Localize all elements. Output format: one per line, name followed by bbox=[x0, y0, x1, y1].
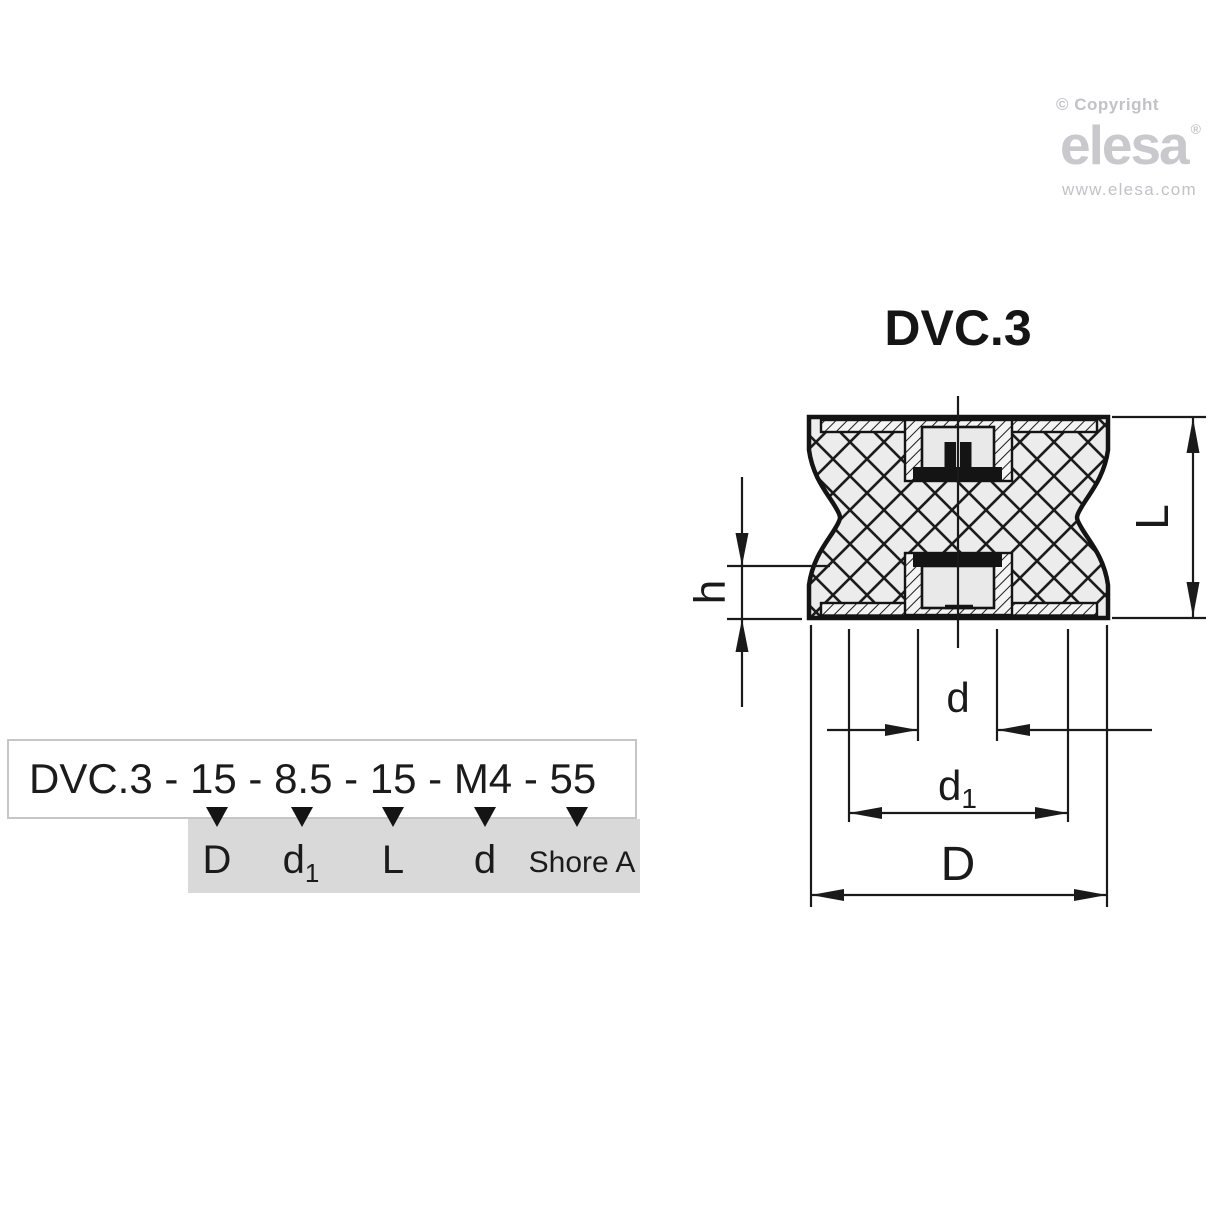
order-code-text: DVC.3 - 15 - 8.5 - 15 - M4 - 55 bbox=[29, 755, 597, 802]
dim-label-d: d bbox=[946, 674, 969, 721]
arrowhead bbox=[997, 724, 1030, 736]
legend-label-D: D bbox=[202, 838, 232, 882]
order-code-box: DVC.3 - 15 - 8.5 - 15 - M4 - 55 bbox=[7, 739, 637, 819]
elesa-logo-text: elesa bbox=[1060, 114, 1190, 176]
dim-label-h: h bbox=[686, 580, 735, 604]
dim-label-D: D bbox=[941, 838, 976, 891]
dimension-h: h bbox=[686, 477, 830, 707]
legend-label-shore-a: Shore A bbox=[528, 846, 636, 879]
arrowhead bbox=[1074, 889, 1107, 901]
part-series-title: DVC.3 bbox=[884, 300, 1032, 356]
top-thread-mark bbox=[960, 442, 972, 468]
legend-label-L: L bbox=[381, 838, 405, 882]
arrowhead bbox=[1035, 807, 1068, 819]
dim-label-L: L bbox=[1126, 504, 1178, 530]
arrowhead bbox=[1186, 582, 1200, 617]
arrowhead bbox=[849, 807, 882, 819]
copyright-text: © Copyright bbox=[1056, 95, 1160, 114]
arrowhead bbox=[885, 724, 918, 736]
legend-arrow-icon bbox=[474, 807, 496, 827]
arrowhead bbox=[735, 619, 749, 652]
dimension-d1: d1 bbox=[849, 762, 1068, 819]
dimension-d: d bbox=[827, 674, 1152, 736]
legend-label-d: d bbox=[473, 838, 497, 882]
dim-label-d1: d1 bbox=[938, 762, 977, 814]
top-thread-mark bbox=[944, 442, 956, 468]
legend-label-d1: d1 bbox=[282, 838, 320, 888]
arrowhead bbox=[1186, 418, 1200, 453]
legend-arrow-icon bbox=[291, 807, 313, 827]
code-legend-box bbox=[188, 819, 640, 893]
legend-arrow-icon bbox=[206, 807, 228, 827]
dimension-L: L bbox=[1112, 415, 1206, 620]
dimension-D: D bbox=[811, 838, 1107, 901]
bottom-extension-lines bbox=[809, 625, 1109, 907]
website-url: www.elesa.com bbox=[1062, 180, 1197, 199]
legend-arrow-icon bbox=[566, 807, 588, 827]
arrowhead bbox=[735, 533, 749, 566]
elesa-logo: elesa® bbox=[1060, 118, 1201, 173]
legend-arrow-icon bbox=[382, 807, 404, 827]
arrowhead bbox=[811, 889, 844, 901]
registered-trademark-icon: ® bbox=[1190, 121, 1201, 137]
